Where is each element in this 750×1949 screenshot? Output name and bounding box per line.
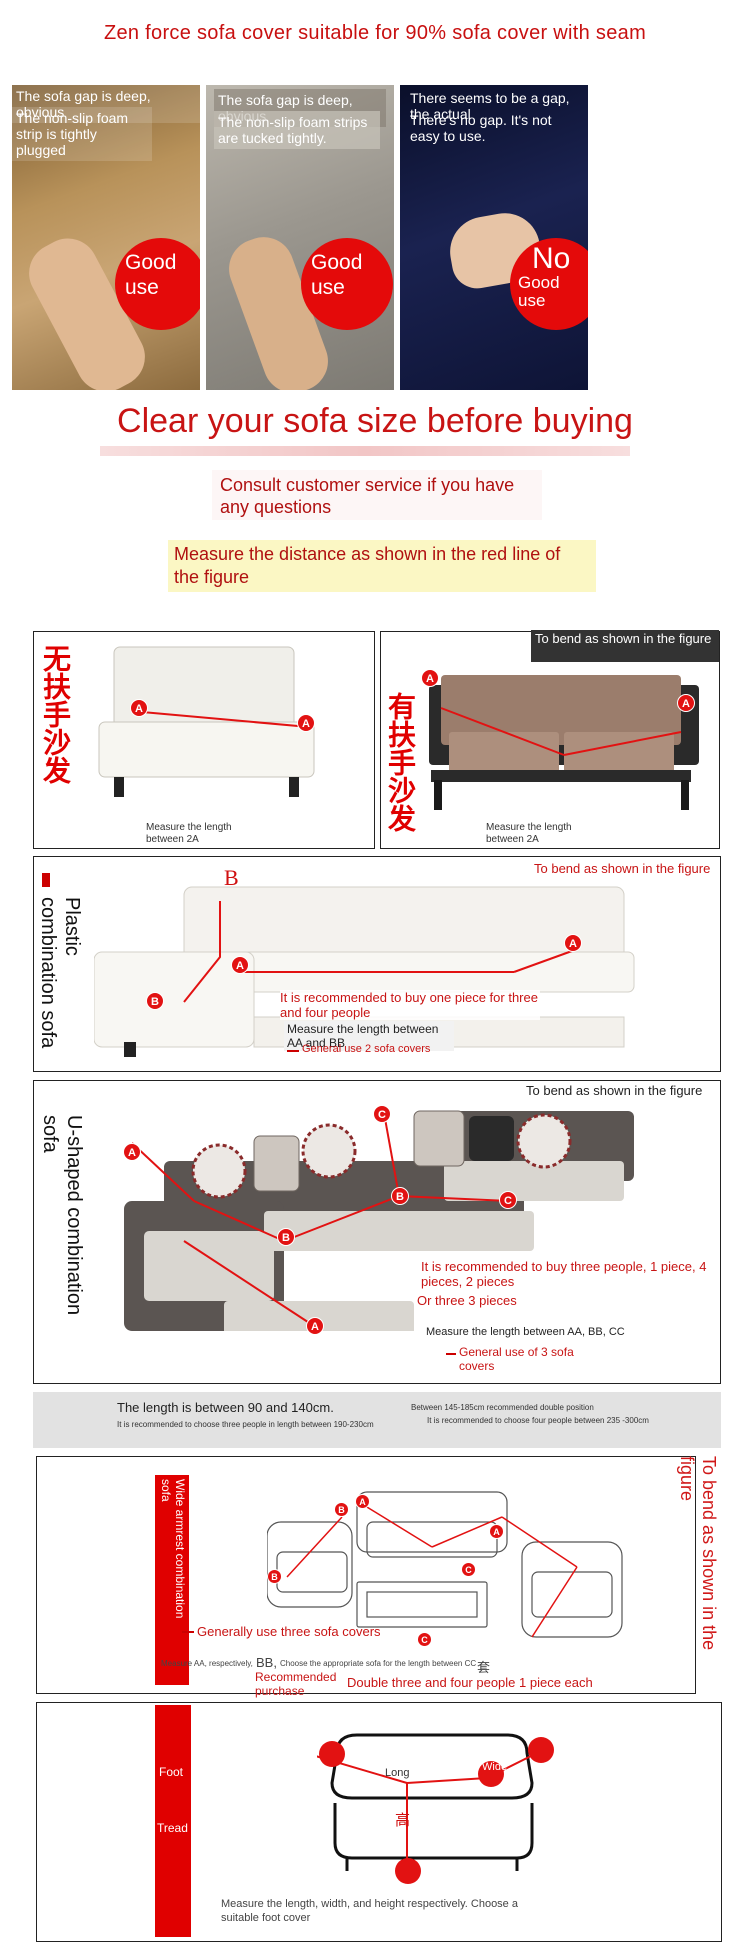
plastic-measure: Measure the length between AA and BB — [284, 1021, 454, 1051]
corner-marker — [528, 1737, 554, 1763]
footstool-illustration — [317, 1733, 538, 1871]
corner-marker — [319, 1741, 345, 1767]
point-b-label: B — [224, 865, 239, 890]
point-c-marker: C — [373, 1105, 391, 1123]
plastic-general: General use 2 sofa covers — [302, 1043, 431, 1055]
ushape-general: General use of 3 sofa covers — [459, 1345, 574, 1373]
foot-label-bottom: Tread — [157, 1821, 188, 1835]
consult-note: Consult customer service if you have any… — [212, 470, 542, 520]
ushape-or: Or three 3 pieces — [417, 1293, 517, 1308]
foot-high-label: 高 — [395, 1812, 411, 1829]
point-b-marker: B — [146, 992, 164, 1010]
point-a-marker: A — [123, 1143, 141, 1161]
foot-long-label: Long — [385, 1767, 410, 1779]
foot-wide-label: Wide — [482, 1761, 508, 1773]
wide-general: Generally use three sofa covers — [197, 1624, 381, 1639]
dash — [182, 1631, 194, 1633]
foot-label-bar — [155, 1705, 191, 1937]
point-c-marker: C — [499, 1191, 517, 1209]
badge-line-2: use — [518, 291, 546, 310]
point-c-marker: C — [417, 1632, 432, 1647]
ushape-sofa-illustration — [124, 1110, 634, 1331]
ushape-bend-note: To bend as shown in the figure — [526, 1083, 703, 1098]
page-title: Zen force sofa cover suitable for 90% so… — [103, 22, 647, 44]
armrest-bend-note: To bend as shown in the figure — [531, 630, 719, 662]
point-c-marker: C — [461, 1562, 476, 1577]
armrest-caption: Measure the length between 2A — [486, 822, 572, 845]
corner-marker — [395, 1858, 421, 1884]
photo-2-label-2: The non-slip foam strips are tucked tigh… — [214, 111, 380, 149]
photo-3-label-2: There's no gap. It's not easy to use. — [410, 112, 552, 144]
photo-1-label-2: The non-slip foam strip is tightly plugg… — [12, 107, 152, 161]
plastic-vertical-label: Plastic combination sofa — [37, 897, 83, 1049]
point-b-marker: B — [334, 1502, 349, 1517]
ushape-sofa-panel: U-shaped combination sofa A A B B C C To… — [33, 1080, 721, 1384]
point-a-marker: A — [421, 669, 439, 687]
point-a-marker: A — [297, 714, 315, 732]
good-use-badge: Good use — [301, 238, 393, 330]
photo-3-label-1: There seems to be a gap, the actual — [410, 90, 570, 122]
point-b-marker: B — [391, 1187, 409, 1205]
wide-tao: 套 — [477, 1660, 491, 1675]
ushape-recommend: It is recommended to buy three people, 1… — [421, 1259, 707, 1289]
armless-sofa-illustration — [98, 646, 315, 797]
point-a-marker: A — [130, 699, 148, 717]
measure-note: Measure the distance as shown in the red… — [168, 540, 596, 592]
length-right-sub: It is recommended to choose four people … — [427, 1416, 649, 1425]
ushape-measure: Measure the length between AA, BB, CC — [426, 1326, 625, 1338]
point-a-marker: A — [489, 1524, 504, 1539]
armrest-vertical-label: 有扶手沙发 — [385, 692, 416, 832]
armrest-sofa-panel: 有扶手沙发 To bend as shown in the figure A A… — [380, 630, 720, 849]
no-good-use-badge: No Good use — [510, 238, 588, 330]
photo-sofa-gap-1: The sofa gap is deep, obvious The non-sl… — [12, 85, 200, 390]
length-guide-bar: The length is between 90 and 140cm. It i… — [33, 1392, 721, 1448]
wide-bb: BB, — [256, 1655, 277, 1670]
wide-armrest-panel: Wide armrest combination sofa A A B B C … — [36, 1456, 696, 1698]
plastic-recommend: It is recommended to buy one piece for t… — [280, 990, 540, 1020]
photo-1-label-1: The sofa gap is deep, obvious — [12, 85, 200, 123]
point-a-marker: A — [677, 694, 695, 712]
foot-tread-panel: Foot Tread Long Wide 高 Measure the lengt… — [36, 1702, 722, 1942]
foot-caption: Measure the length, width, and height re… — [221, 1898, 518, 1924]
badge-line-1: Good — [311, 251, 363, 274]
ushape-vertical-label: U-shaped combination sofa — [39, 1115, 85, 1316]
point-a-marker: A — [355, 1494, 370, 1509]
point-b-marker: B — [277, 1228, 295, 1246]
length-left-main: The length is between 90 and 140cm. — [117, 1400, 334, 1415]
photo-sofa-gap-2: The sofa gap is deep, obvious The non-sl… — [206, 85, 394, 390]
wide-label-bar — [155, 1475, 189, 1685]
photo-sofa-gap-3: There seems to be a gap, the actual Ther… — [400, 85, 588, 390]
corner-marker — [478, 1761, 504, 1787]
dash — [446, 1353, 456, 1355]
badge-line-1: Good — [518, 273, 560, 292]
badge-line-2: use — [311, 276, 345, 299]
title-underline — [100, 446, 630, 456]
wide-measure-b: Choose the appropriate sofa for the leng… — [280, 1659, 477, 1668]
point-b-marker: B — [267, 1569, 282, 1584]
badge-no: No — [532, 242, 571, 275]
wide-recommended: Recommended purchase — [255, 1670, 337, 1698]
plastic-sofa-panel: Plastic combination sofa B B A A To bend… — [33, 856, 721, 1072]
armless-sofa-panel: 无扶手沙发 A A Measure the length between 2A — [33, 631, 375, 849]
badge-line-2: use — [125, 276, 159, 299]
length-left-sub: It is recommended to choose three people… — [117, 1420, 374, 1429]
wide-bend-note: To bend as shown in the figure — [677, 1456, 719, 1651]
armrest-sofa-illustration — [429, 675, 699, 810]
point-a-marker: A — [564, 934, 582, 952]
point-a-marker: A — [231, 956, 249, 974]
foot-label-top: Foot — [159, 1765, 184, 1779]
wide-double: Double three and four people 1 piece eac… — [347, 1675, 593, 1690]
armless-vertical-label: 无扶手沙发 — [40, 644, 71, 784]
wide-measure-a: Measure AA, respectively, — [161, 1659, 253, 1668]
wide-vertical-label: Wide armrest combination sofa — [159, 1479, 187, 1619]
point-a-marker: A — [306, 1317, 324, 1335]
good-use-badge: Good use — [115, 238, 200, 330]
section-title: Clear your sofa size before buying — [117, 402, 633, 440]
badge-line-1: Good — [125, 251, 177, 274]
length-right-main: Between 145-185cm recommended double pos… — [411, 1403, 594, 1412]
armless-caption: Measure the length between 2A — [146, 822, 232, 845]
plastic-bend-note: To bend as shown in the figure — [534, 861, 711, 876]
marker — [42, 873, 50, 887]
dash — [287, 1050, 299, 1052]
